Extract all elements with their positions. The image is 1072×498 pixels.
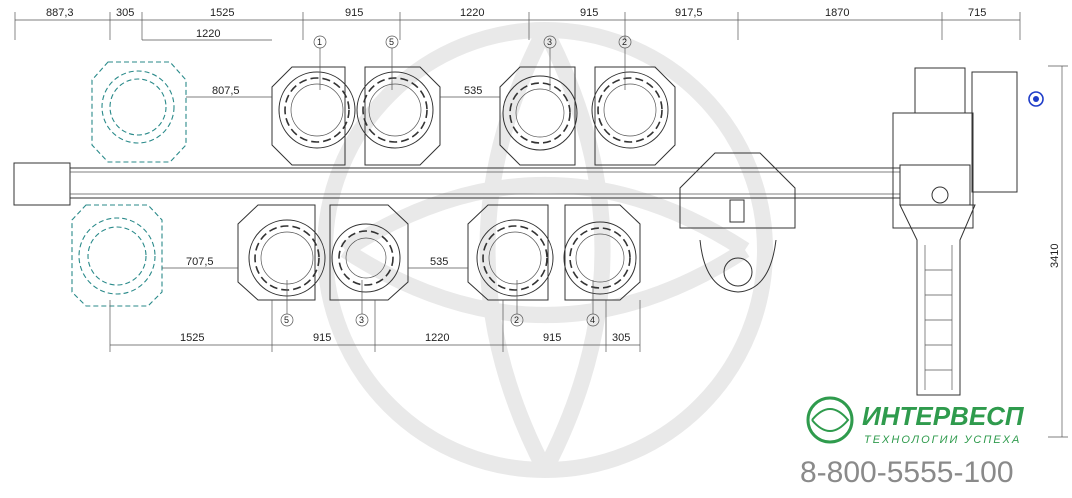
dim-top-8: 1870: [825, 7, 849, 19]
dim-top-7: 917,5: [675, 7, 703, 19]
station-top-4: [591, 66, 676, 166]
dim-top-3: 1525: [210, 7, 234, 19]
dim-gap-top: 535: [464, 85, 482, 97]
operator-icon: [699, 239, 777, 293]
callout-top-3: 3: [547, 37, 552, 47]
ghost-station-bottom: [71, 204, 163, 307]
phone-number: 8-800-5555-100: [800, 456, 1014, 489]
station-bottom-2: [329, 204, 409, 301]
station-top-1: [271, 66, 356, 166]
dim-height: 3410: [1049, 244, 1061, 268]
dim-left-top: 807,5: [212, 85, 240, 97]
dim-second-1: 1220: [196, 28, 220, 40]
station-bottom-1: [237, 204, 326, 301]
dim-top-5: 1220: [460, 7, 484, 19]
station-bottom-4: [563, 204, 641, 301]
callout-top-4: 2: [622, 37, 627, 47]
brand-logo: ИНТЕРВЕСП ТЕХНОЛОГИИ УСПЕХА: [806, 396, 1025, 446]
internal-dimensions: 807,5 707,5 535 535: [162, 85, 500, 269]
height-dimension: 3410: [1048, 65, 1068, 438]
incline-elevator: [899, 204, 976, 396]
callout-bottom-3: 2: [514, 315, 519, 325]
watermark-globe-icon: [317, 22, 773, 478]
logo-tagline: ТЕХНОЛОГИИ УСПЕХА: [864, 434, 1021, 446]
dim-left-bottom: 707,5: [186, 256, 214, 268]
ghost-station-top: [91, 61, 187, 163]
station-top-3: [499, 66, 578, 166]
dim-top-2: 305: [116, 7, 134, 19]
callouts-top: 1 5 3 2: [313, 35, 632, 90]
callout-top-2: 5: [389, 37, 394, 47]
right-machine: [892, 67, 1044, 229]
callout-bottom-1: 5: [284, 315, 289, 325]
top-dimension-chain: 887,3 305 1525 915 1220 915 917,5 1870 7…: [14, 7, 1021, 40]
callout-bottom-4: 4: [590, 315, 595, 325]
callout-bottom-2: 3: [359, 315, 364, 325]
station-top-2: [356, 66, 441, 166]
dim-top-4: 915: [345, 7, 363, 19]
logo-name: ИНТЕРВЕСП: [862, 401, 1025, 431]
station-bottom-3: [467, 204, 554, 301]
callout-top-1: 1: [317, 37, 322, 47]
callouts-bottom: 5 3 2 4: [280, 280, 600, 327]
turning-station: [679, 152, 796, 229]
dim-bottom-4: 915: [543, 332, 561, 344]
second-dimension: 1220: [142, 28, 272, 41]
bottom-dimension-chain: 1525 915 1220 915 305: [109, 300, 641, 352]
dim-bottom-3: 1220: [425, 332, 449, 344]
conveyor-beam: [13, 162, 900, 206]
dim-gap-bottom: 535: [430, 256, 448, 268]
dim-bottom-5: 305: [612, 332, 630, 344]
dim-bottom-1: 1525: [180, 332, 204, 344]
dim-bottom-2: 915: [313, 332, 331, 344]
dim-top-6: 915: [580, 7, 598, 19]
dim-top-9: 715: [968, 7, 986, 19]
dim-top-1: 887,3: [46, 7, 74, 19]
